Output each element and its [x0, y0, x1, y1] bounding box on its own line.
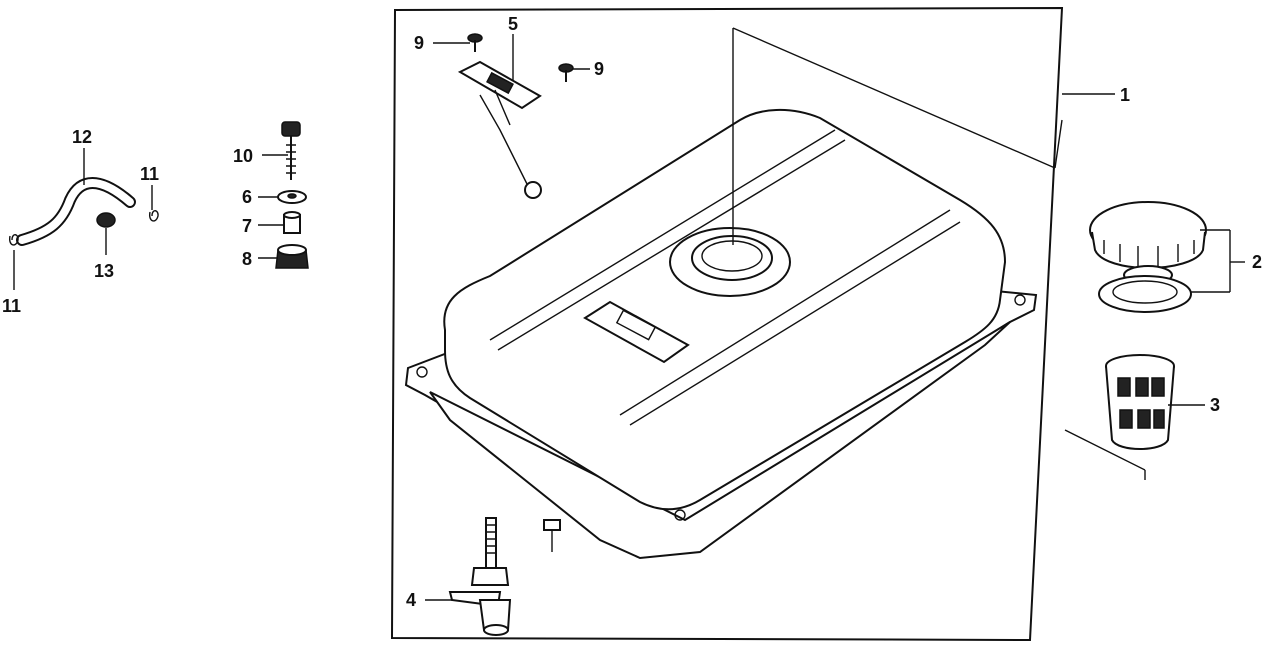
callout-13: 13: [94, 261, 114, 281]
screw-part-9-left: [467, 33, 483, 52]
clip-part-11-left: [8, 234, 19, 246]
callout-9-right: 9: [594, 59, 604, 79]
hose-clamp-part-13: [96, 212, 116, 228]
fuel-valve-part-4: [448, 517, 512, 636]
callout-11-right: 11: [140, 164, 159, 184]
callout-8: 8: [242, 249, 252, 269]
leader-lines: [13, 27, 1245, 601]
callout-4: 4: [406, 590, 416, 610]
fuel-gauge-part-5: [457, 60, 542, 199]
callout-labels: 1 2 3 4 5 6 7 8 9 9 10 11 11 12 13: [2, 14, 1262, 610]
collar-part-7: [283, 211, 301, 234]
bolt-part-10: [281, 121, 301, 180]
callout-10: 10: [233, 146, 253, 166]
callout-7: 7: [242, 216, 252, 236]
clip-part-11-right: [148, 210, 159, 222]
rubber-mount-part-8: [275, 244, 309, 269]
callout-6: 6: [242, 187, 252, 207]
strainer-part-3: [1105, 354, 1175, 450]
washer-part-6: [277, 190, 307, 204]
callout-12: 12: [72, 127, 92, 147]
screw-part-9-right: [558, 63, 574, 82]
callout-2: 2: [1252, 252, 1262, 272]
callout-5: 5: [508, 14, 518, 34]
callout-1: 1: [1120, 85, 1130, 105]
fuel-cap-part-2: [1089, 201, 1207, 313]
assembly-frame: [390, 6, 1064, 642]
fuel-hose-part-12: [16, 177, 136, 246]
fuel-tank: [404, 109, 1038, 560]
callout-3: 3: [1210, 395, 1220, 415]
callout-11-left: 11: [2, 296, 21, 316]
callout-9-left: 9: [414, 33, 424, 53]
